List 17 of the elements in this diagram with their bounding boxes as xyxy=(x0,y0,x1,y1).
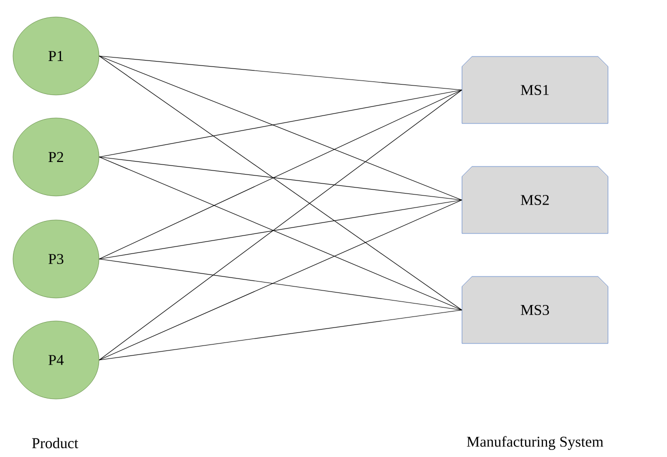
connector-line xyxy=(98,156,462,200)
connector-line xyxy=(98,56,462,90)
connector-line xyxy=(98,56,462,310)
connector-line xyxy=(98,200,462,260)
system-box: MS2 xyxy=(462,166,608,234)
connector-line xyxy=(98,90,462,260)
connector-line xyxy=(98,200,462,360)
connector-line xyxy=(98,310,462,360)
connector-line xyxy=(98,90,462,158)
connector-line xyxy=(98,258,462,310)
axis-label: Manufacturing System xyxy=(466,436,604,450)
connector-line xyxy=(98,56,462,200)
system-box: MS3 xyxy=(462,276,608,344)
system-box: MS1 xyxy=(462,56,608,124)
connector-line xyxy=(98,90,462,360)
connector-line xyxy=(98,156,462,310)
axis-label: Product xyxy=(32,438,78,448)
